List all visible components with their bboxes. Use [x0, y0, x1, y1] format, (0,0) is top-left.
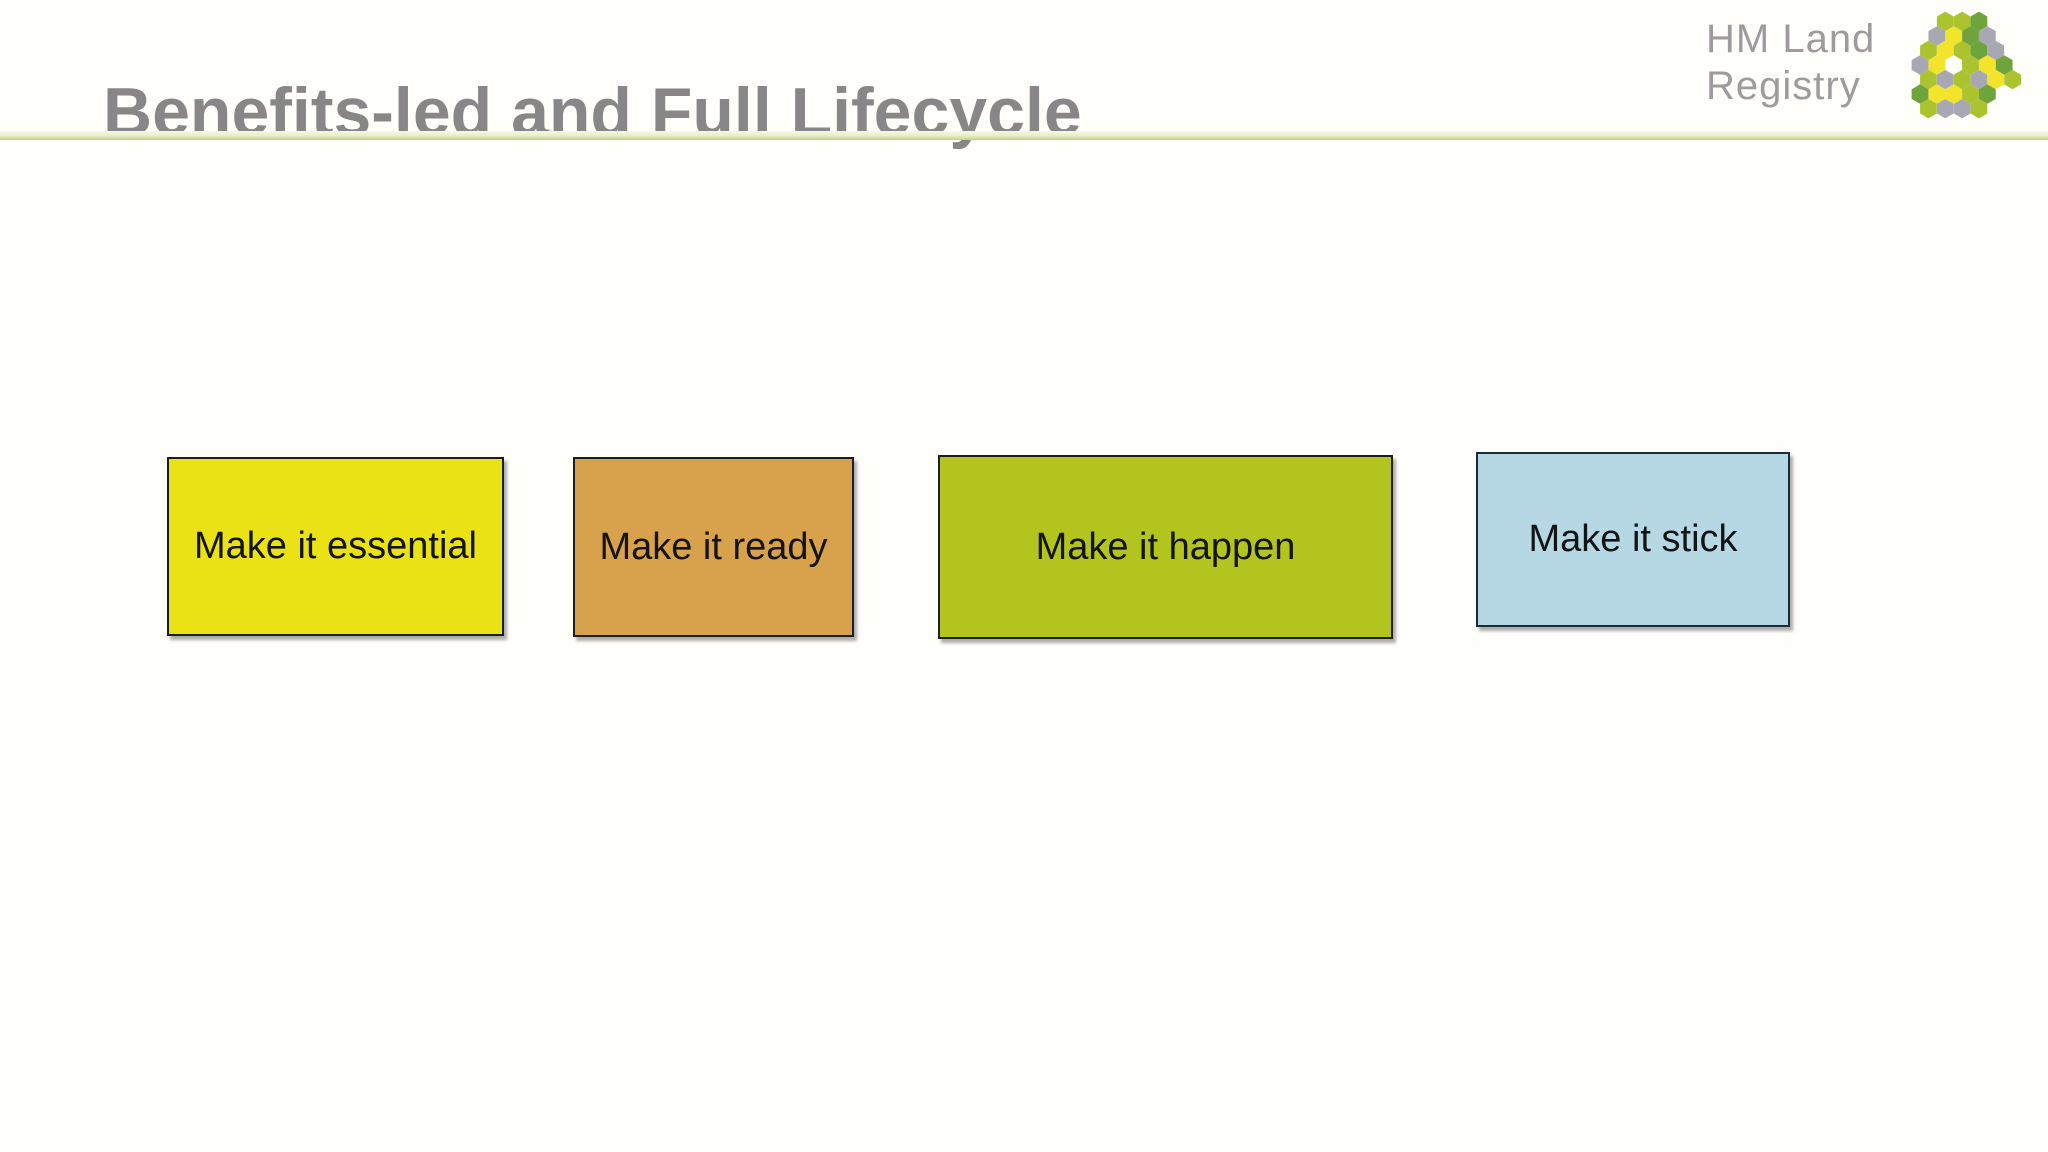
hmlr-logo-line1: HM Land [1706, 17, 1876, 61]
header-divider [0, 131, 2048, 140]
box-label: Make it ready [599, 525, 828, 568]
lifecycle-box-make-it-happen: Make it happen [938, 455, 1393, 639]
hmlr-logo-line2: Registry [1706, 64, 1861, 108]
lifecycle-box-make-it-ready: Make it ready [573, 457, 854, 637]
box-label: Make it essential [193, 525, 477, 567]
box-label: Make it happen [1035, 525, 1296, 568]
box-label: Make it stick [1528, 518, 1738, 560]
hmlr-logo-wordmark: HM Land Registry [1706, 16, 1875, 110]
lifecycle-box-make-it-stick: Make it stick [1476, 452, 1790, 627]
lifecycle-box-make-it-essential: Make it essential [167, 457, 504, 636]
hmlr-logo: HM Land Registry [1698, 0, 2048, 134]
hexagon-cluster-icon [1911, 11, 2021, 119]
